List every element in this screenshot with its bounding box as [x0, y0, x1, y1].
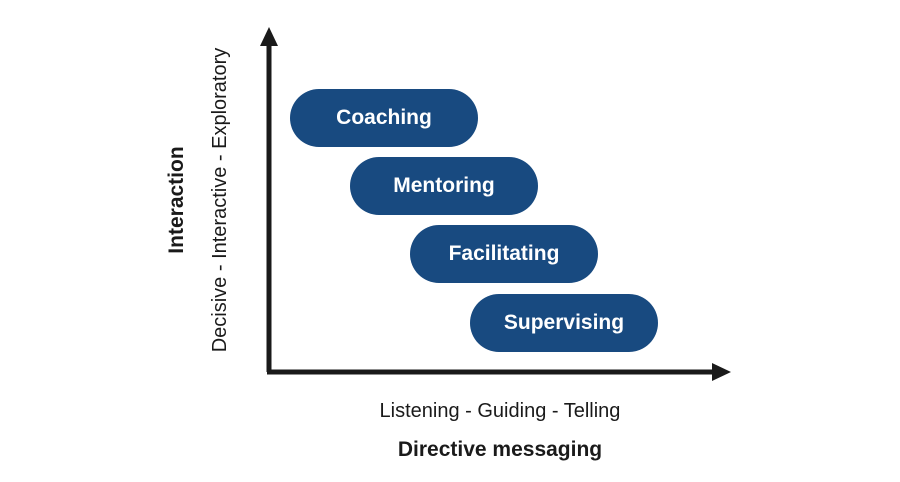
y-axis-arrowhead	[260, 27, 278, 46]
x-axis-arrowhead	[712, 363, 731, 381]
x-axis-title: Directive messaging	[397, 438, 603, 461]
y-axis-scale-wrapper: Decisive - Interactive - Exploratory	[205, 20, 235, 380]
stage-mentoring: Mentoring	[350, 157, 538, 215]
stage-supervising: Supervising	[470, 294, 658, 352]
y-axis-title: Interaction	[165, 146, 188, 254]
stage-facilitating: Facilitating	[410, 225, 598, 283]
stage-coaching: Coaching	[290, 89, 478, 147]
y-axis-title-wrapper: Interaction	[162, 20, 192, 380]
x-axis-scale: Listening - Guiding - Telling	[379, 400, 621, 422]
y-axis-scale: Decisive - Interactive - Exploratory	[208, 47, 231, 353]
